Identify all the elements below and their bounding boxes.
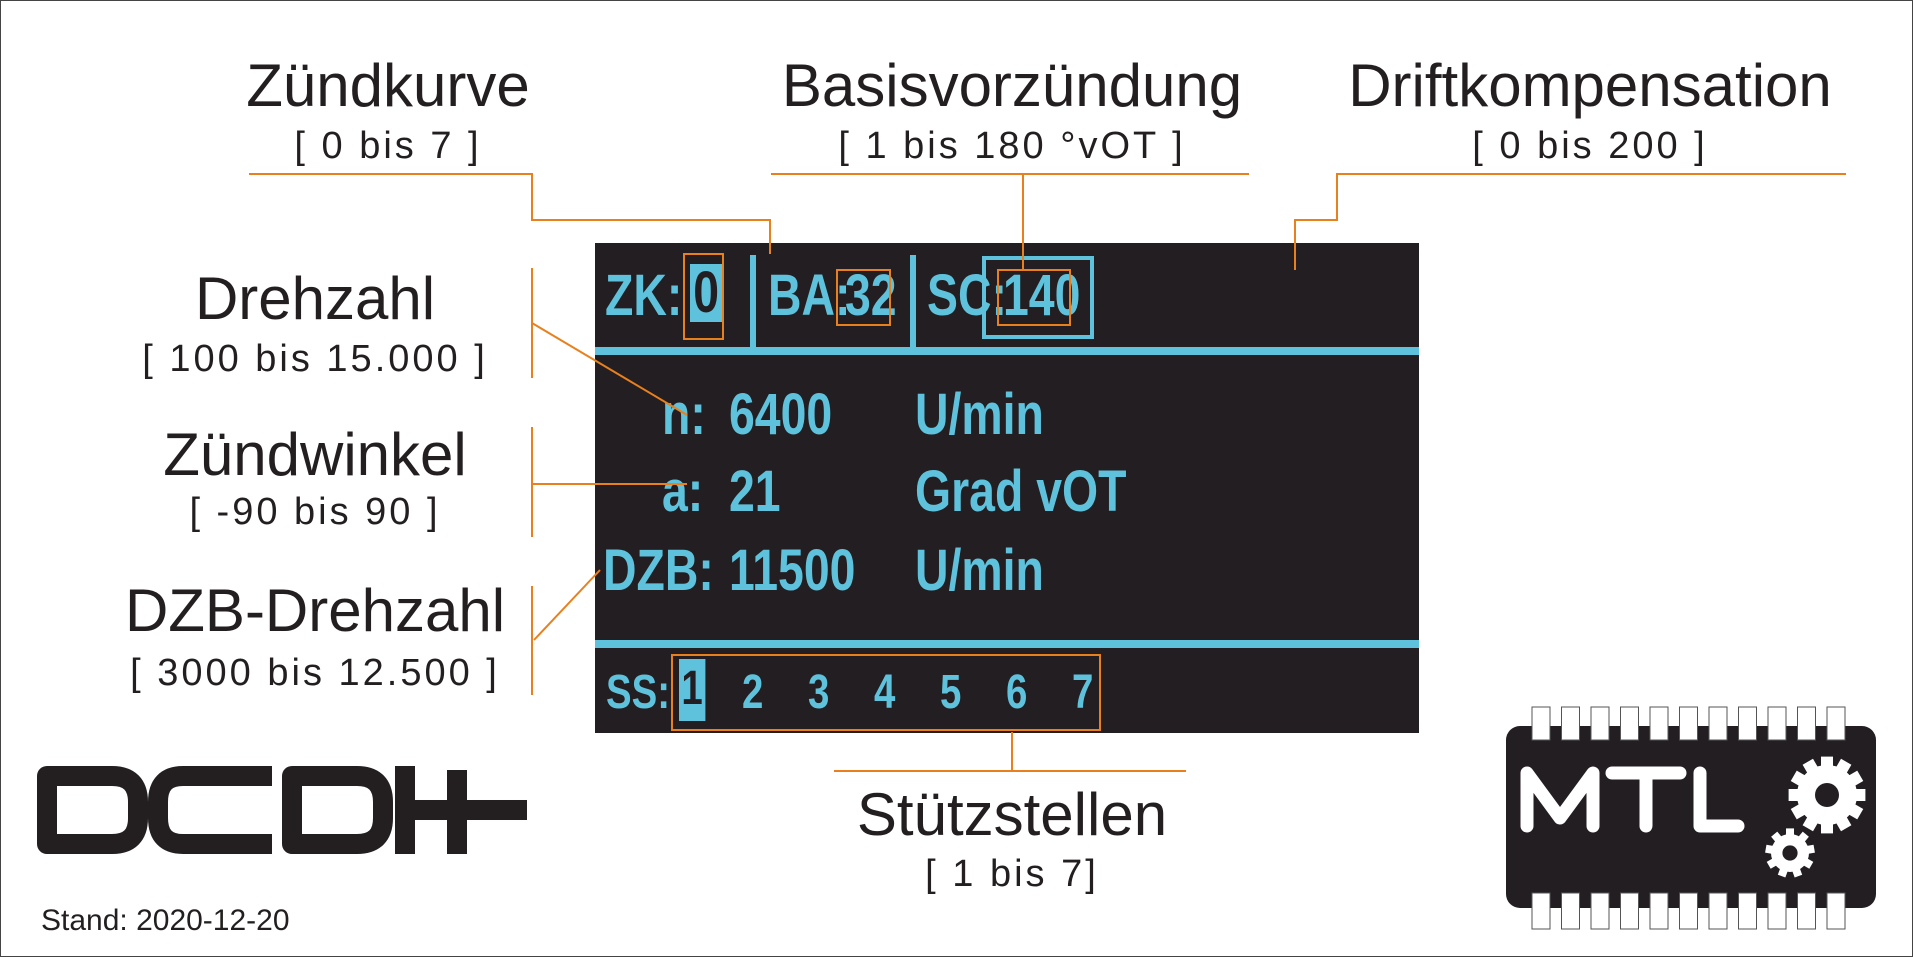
ss-point-5[interactable]: 5 (940, 666, 962, 719)
rpm-label: n: (662, 382, 706, 447)
chip-pin-top (1561, 706, 1580, 741)
ss-point-3[interactable]: 3 (808, 666, 830, 719)
chip-pin-bottom (1561, 892, 1580, 930)
ss-label: SS: (606, 666, 671, 719)
chip-pin-top (1590, 706, 1610, 741)
label-stuetzstellen: Stützstellen (856, 781, 1168, 848)
drehzahl-leader (531, 322, 688, 416)
label-zuendwinkel: Zündwinkel (163, 421, 467, 488)
label-driftkompensation: Driftkompensation (1348, 52, 1832, 119)
angle-label: a: (662, 459, 704, 524)
chip-pin-bottom (1708, 892, 1728, 930)
ss-point-2[interactable]: 2 (742, 666, 764, 719)
chip-pin-bottom (1767, 892, 1787, 930)
sc-value[interactable]: 140 (1003, 263, 1081, 328)
chip-pin-top (1620, 706, 1639, 741)
chip-pin-top (1738, 706, 1757, 741)
chip-pin-bottom (1826, 892, 1846, 930)
ba-value[interactable]: 32 (845, 263, 897, 328)
divider-v1 (750, 255, 756, 349)
sc-label: SC: (927, 263, 1007, 328)
range-dzb-drehzahl: [ 3000 bis 12.500 ] (130, 652, 500, 694)
chip-pin-bottom (1797, 892, 1816, 930)
chip-pin-bottom (1590, 892, 1610, 930)
range-driftkompensation: [ 0 bis 200 ] (1472, 125, 1708, 167)
label-zuendkurve: Zündkurve (246, 52, 530, 119)
chip-pin-top (1679, 706, 1698, 741)
range-zuendwinkel: [ -90 bis 90 ] (189, 491, 441, 533)
range-zuendkurve: [ 0 bis 7 ] (294, 125, 482, 167)
dzb-leader (533, 569, 601, 641)
zuendkurve-leader (249, 173, 771, 254)
zk-label: ZK: (605, 263, 683, 328)
ba-highlight-box (836, 269, 891, 326)
chip-pin-top (1797, 706, 1816, 741)
chip-pin-bottom (1738, 892, 1757, 930)
divider-v2 (910, 255, 916, 349)
chip-pin-top (1531, 706, 1551, 741)
dzb-value: 11500 (729, 538, 856, 603)
label-dzb-drehzahl: DZB-Drehzahl (124, 577, 506, 644)
chip-pin-bottom (1620, 892, 1639, 930)
chip-pin-top (1826, 706, 1846, 741)
gear-small-icon (1765, 828, 1815, 878)
zk-highlight-box (683, 253, 724, 340)
ss-point-7[interactable]: 7 (1072, 666, 1094, 719)
range-drehzahl: [ 100 bis 15.000 ] (142, 338, 488, 380)
range-basisvorzuendung: [ 1 bis 180 °vOT ] (838, 125, 1186, 167)
ss-point-1[interactable]: 1 (679, 659, 706, 721)
top-divider (595, 347, 1419, 355)
gear-large-icon (1788, 756, 1866, 834)
chip-pin-bottom (1679, 892, 1698, 930)
label-drehzahl: Drehzahl (194, 265, 436, 332)
rpm-unit: U/min (915, 382, 1044, 447)
label-basisvorzuendung: Basisvorzündung (781, 52, 1243, 119)
ss-point-6[interactable]: 6 (1006, 666, 1028, 719)
bottom-divider (595, 640, 1419, 648)
range-stuetzstellen: [ 1 bis 7] (925, 853, 1099, 895)
chip-pin-bottom (1531, 892, 1551, 930)
stand-date: Stand: 2020-12-20 (41, 904, 290, 937)
ss-point-4[interactable]: 4 (874, 666, 896, 719)
angle-unit: Grad vOT (915, 459, 1127, 524)
zk-value[interactable]: 0 (690, 264, 723, 322)
drift-leader (1294, 173, 1846, 270)
chip-pin-top (1649, 706, 1669, 741)
chip-pin-top (1767, 706, 1787, 741)
sc-value-frame (982, 256, 1094, 339)
dzb-label: DZB: (603, 538, 714, 603)
angle-value: 21 (729, 459, 781, 524)
dzb-unit: U/min (915, 538, 1044, 603)
sc-highlight-box (997, 269, 1071, 326)
chip-pin-bottom (1649, 892, 1669, 930)
chip-pin-top (1708, 706, 1728, 741)
ss-highlight-box (671, 654, 1101, 731)
rpm-value: 6400 (729, 382, 833, 447)
